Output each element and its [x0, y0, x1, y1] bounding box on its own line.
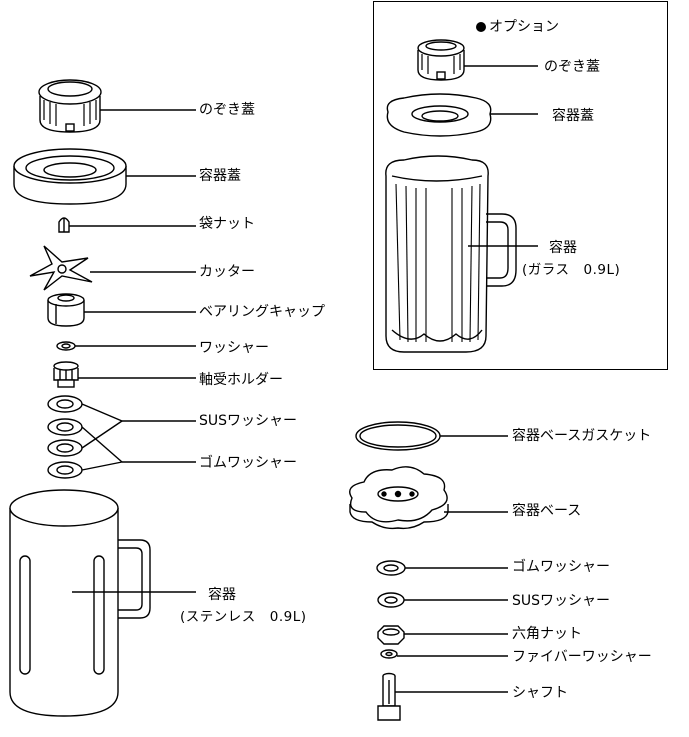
label-glass-container-sub: (ガラス 0.9L) — [522, 262, 621, 278]
base-rubber-washer-part — [376, 560, 406, 576]
label-sus-washer: SUSワッシャー — [199, 413, 298, 429]
option-peek-cap-part — [417, 39, 465, 81]
label-option-container-lid: 容器蓋 — [552, 108, 594, 124]
bullet-icon — [476, 22, 486, 32]
leaders-washer-stack — [81, 403, 196, 471]
label-peek-cap: のぞき蓋 — [199, 102, 255, 118]
glass-container-part — [385, 155, 517, 353]
label-bearing-cap: ベアリングキャップ — [199, 304, 325, 320]
option-header: オプション — [476, 19, 559, 35]
label-base-gasket: 容器ベースガスケット — [512, 428, 652, 444]
label-washer: ワッシャー — [199, 340, 269, 356]
label-container-lid: 容器蓋 — [199, 168, 241, 184]
cutter-part — [29, 245, 93, 291]
container-base-part — [349, 466, 449, 530]
label-rubber-washer: ゴムワッシャー — [199, 455, 297, 471]
option-header-text: オプション — [489, 19, 559, 35]
label-cap-nut: 袋ナット — [199, 216, 255, 232]
label-bearing-holder: 軸受ホルダー — [199, 372, 283, 388]
washer-part — [56, 341, 76, 351]
base-gasket-part — [355, 421, 441, 451]
bearing-holder-part — [53, 361, 79, 388]
label-base-sus-washer: SUSワッシャー — [512, 593, 611, 609]
washer-stack — [47, 395, 83, 479]
peek-cap-part — [38, 79, 102, 133]
label-container-base: 容器ベース — [512, 503, 582, 519]
hex-nut-part — [377, 625, 405, 645]
base-sus-washer-part — [377, 592, 405, 608]
stainless-container-part — [9, 489, 151, 717]
label-stainless-container-sub: (ステンレス 0.9L) — [180, 609, 307, 625]
label-stainless-container: 容器 — [208, 587, 236, 603]
label-hex-nut: 六角ナット — [512, 626, 582, 642]
label-base-rubber-washer: ゴムワッシャー — [512, 559, 610, 575]
shaft-part — [377, 672, 401, 721]
container-lid-part — [13, 148, 127, 205]
option-parts-box — [373, 1, 668, 370]
label-shaft: シャフト — [512, 685, 568, 701]
cap-nut-part — [58, 217, 70, 233]
bearing-cap-part — [47, 293, 85, 327]
label-option-peek-cap: のぞき蓋 — [544, 59, 600, 75]
fiber-washer-part — [380, 649, 398, 659]
label-fiber-washer: ファイバーワッシャー — [512, 649, 652, 665]
label-glass-container: 容器 — [549, 240, 577, 256]
label-cutter: カッター — [199, 264, 255, 280]
